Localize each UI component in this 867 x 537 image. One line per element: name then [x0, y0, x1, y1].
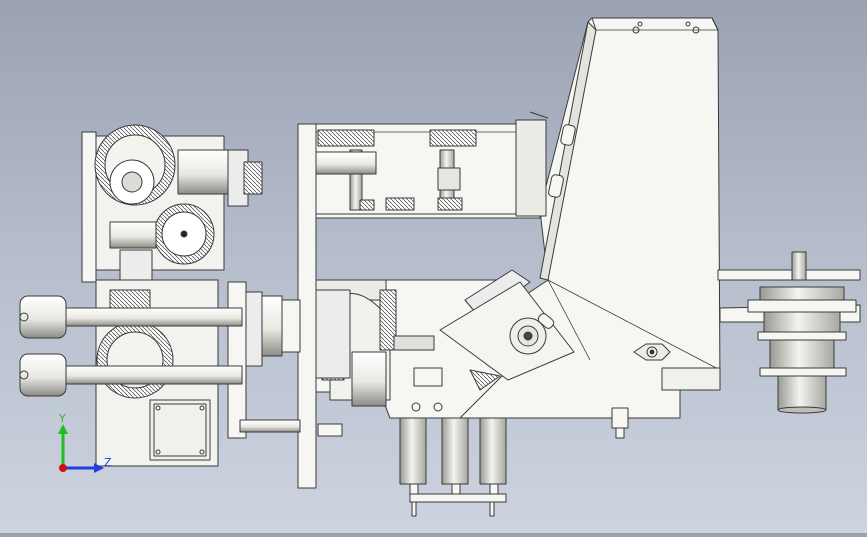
left-shafts: [197, 281, 351, 439]
z-axis-arrow: [94, 463, 104, 473]
y-axis-label: Y: [58, 412, 66, 425]
y-axis-arrow: [58, 424, 68, 434]
bottom-cylinders: [399, 407, 629, 517]
main-housing: [379, 17, 721, 419]
center-frame: [297, 111, 575, 489]
motor-shafts: [19, 295, 243, 397]
z-axis-label: Z: [104, 456, 112, 469]
right-pulley-arm: [717, 251, 861, 414]
axis-origin: [59, 464, 67, 472]
axis-triad: Y Z: [48, 410, 118, 480]
